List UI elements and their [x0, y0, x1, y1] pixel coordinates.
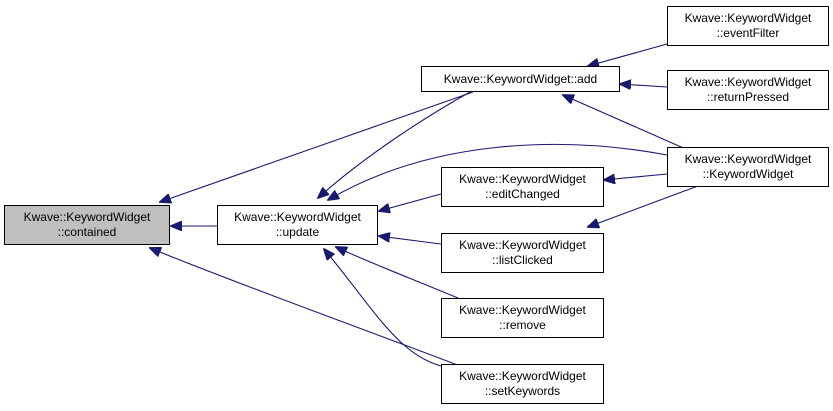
edge-ctor-to-add [563, 95, 698, 155]
edge-ctor-to-editchanged [604, 173, 668, 180]
node-returnpressed-line1: Kwave::KeywordWidget [684, 75, 812, 89]
edge-ctor-to-listclicked [588, 185, 699, 227]
node-editchanged[interactable]: Kwave::KeywordWidget ::editChanged [441, 167, 604, 207]
node-contained-line2: ::contained [57, 225, 117, 239]
node-setkeywords-line1: Kwave::KeywordWidget [459, 369, 586, 383]
node-remove-line2: ::remove [499, 318, 546, 332]
edge-editchanged-to-update [379, 193, 442, 211]
node-update-line1: Kwave::KeywordWidget [234, 210, 361, 224]
node-eventfilter-line2: ::eventFilter [716, 26, 780, 40]
node-editchanged-line2: ::editChanged [485, 187, 560, 201]
node-setkeywords[interactable]: Kwave::KeywordWidget ::setKeywords [441, 364, 604, 404]
edge-add-to-contained [160, 91, 474, 202]
node-returnpressed[interactable]: Kwave::KeywordWidget ::returnPressed [667, 70, 829, 110]
node-remove[interactable]: Kwave::KeywordWidget ::remove [441, 298, 604, 338]
edge-ctor-to-update [328, 143, 668, 200]
node-contained-line1: Kwave::KeywordWidget [23, 210, 151, 224]
node-keywordwidget-ctor[interactable]: Kwave::KeywordWidget ::KeywordWidget [667, 147, 829, 187]
node-add[interactable]: Kwave::KeywordWidget::add [421, 66, 620, 92]
edge-setkeywords-to-contained [150, 248, 461, 367]
node-setkeywords-line2: ::setKeywords [484, 384, 561, 398]
node-update[interactable]: Kwave::KeywordWidget ::update [217, 205, 378, 245]
node-update-line2: ::update [275, 225, 320, 239]
node-contained: Kwave::KeywordWidget ::contained [4, 205, 170, 245]
edge-remove-to-update [336, 247, 459, 299]
node-eventfilter[interactable]: Kwave::KeywordWidget ::eventFilter [667, 6, 829, 46]
edge-eventfilter-to-add [588, 43, 668, 66]
node-listclicked[interactable]: Kwave::KeywordWidget ::listClicked [441, 233, 604, 273]
node-listclicked-line2: ::listClicked [492, 253, 553, 267]
edge-setkeywords-to-update [324, 249, 451, 369]
node-add-line1: Kwave::KeywordWidget::add [443, 71, 598, 86]
node-listclicked-line1: Kwave::KeywordWidget [459, 238, 586, 252]
node-remove-line1: Kwave::KeywordWidget [459, 303, 586, 317]
node-keywordwidget-ctor-line2: ::KeywordWidget [702, 167, 794, 181]
node-eventfilter-line1: Kwave::KeywordWidget [684, 11, 812, 25]
node-keywordwidget-ctor-line1: Kwave::KeywordWidget [684, 152, 812, 166]
node-returnpressed-line2: ::returnPressed [706, 90, 790, 104]
edge-returnpressed-to-add [620, 84, 668, 87]
edge-add-to-update [318, 91, 471, 198]
node-editchanged-line1: Kwave::KeywordWidget [459, 172, 586, 186]
edge-listclicked-to-update [379, 236, 442, 245]
